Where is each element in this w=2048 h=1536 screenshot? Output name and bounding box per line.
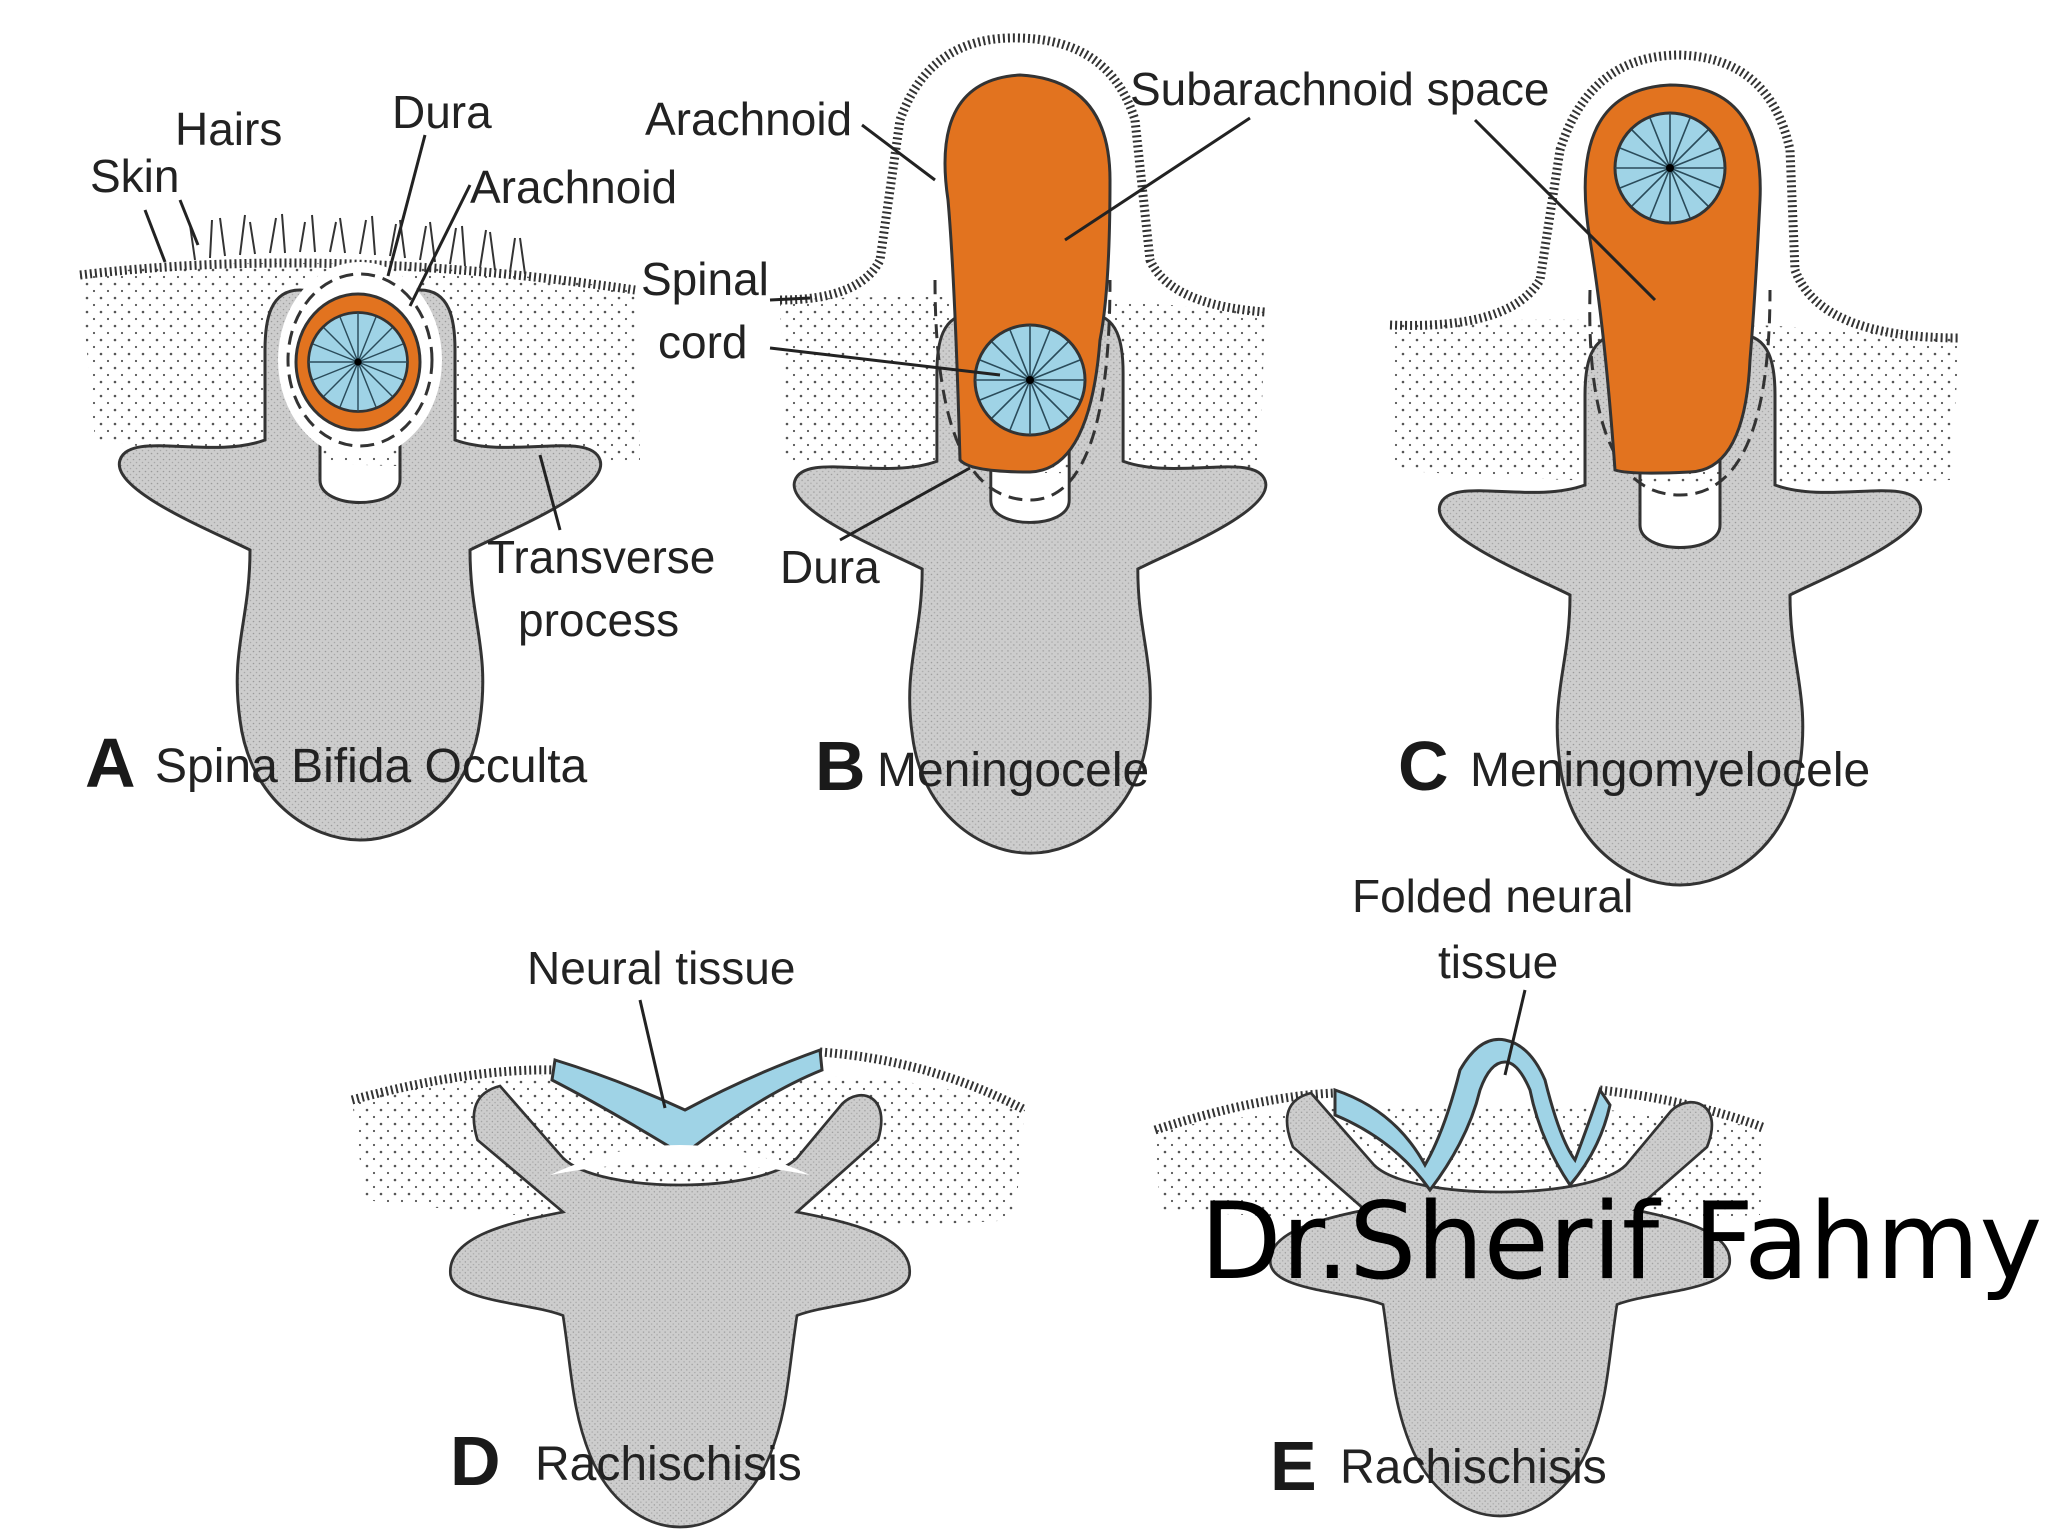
label-arachnoid-a: Arachnoid xyxy=(470,161,677,213)
caption-title-e: Rachischisis xyxy=(1340,1441,1607,1494)
panel-b-leaders xyxy=(769,123,1001,542)
panel-d-neural-tissue xyxy=(550,1047,824,1157)
label-folded-neural: Folded neural xyxy=(1352,870,1633,922)
label-spinal: Spinal xyxy=(641,253,769,305)
panel-b-dura xyxy=(933,279,1112,502)
caption-letter-b: B xyxy=(815,727,866,805)
panel-a-skin xyxy=(79,258,636,295)
label-transverse: Transverse xyxy=(487,531,715,583)
panel-a-dura xyxy=(286,272,434,448)
panel-d-vertebra xyxy=(449,1084,911,1529)
panel-c-dura xyxy=(1588,289,1772,497)
panel-a-hairs xyxy=(189,213,526,275)
panel-e-folded-neural-tissue xyxy=(1333,1037,1612,1193)
panel-a-spinal-cord xyxy=(307,311,409,413)
panel-c-sac xyxy=(1389,50,1961,343)
caption-letter-d: D xyxy=(450,1422,501,1500)
panel-d-skin xyxy=(350,1047,1028,1114)
panel-b-spinal-cord xyxy=(973,323,1087,437)
caption-title-c: Meningomyelocele xyxy=(1470,744,1870,797)
label-tissue: tissue xyxy=(1438,936,1558,988)
label-cord: cord xyxy=(658,316,747,368)
label-skin-a: Skin xyxy=(90,150,179,202)
label-arachnoid-b: Arachnoid xyxy=(645,93,852,145)
panel-d: Neural tissue D Rachischisis xyxy=(350,942,1028,1529)
caption-letter-a: A xyxy=(85,724,136,802)
panel-a: Hairs Skin Dura Arachnoid Transverse pro… xyxy=(79,86,715,842)
panel-b: Arachnoid Spinal cord Dura B Meningocele xyxy=(641,33,1268,855)
caption-letter-e: E xyxy=(1270,1427,1317,1505)
panel-b-sac xyxy=(779,33,1266,317)
label-dura-a: Dura xyxy=(392,86,492,138)
leader-neural-tissue xyxy=(638,999,667,1109)
caption-title-a: Spina Bifida Occulta xyxy=(155,740,588,793)
panel-a-leaders xyxy=(143,134,562,531)
panel-e: Folded neural tissue E Rachischisis xyxy=(1153,870,1767,1518)
caption-title-b: Meningocele xyxy=(877,744,1149,797)
panel-c-spinal-cord xyxy=(1613,111,1727,225)
panel-e-vertebra xyxy=(1269,1091,1731,1518)
panel-e-skin xyxy=(1153,1085,1767,1135)
label-subarachnoid: Subarachnoid space xyxy=(1130,63,1549,115)
label-dura-b: Dura xyxy=(780,541,880,593)
label-hairs: Hairs xyxy=(175,103,282,155)
label-process: process xyxy=(518,594,679,646)
panel-c: Subarachnoid space C Meningomyelocele xyxy=(1064,50,1961,887)
watermark-text: Dr.Sherif Fahmy xyxy=(1200,1180,2042,1303)
caption-letter-c: C xyxy=(1398,727,1449,805)
leader-folded-neural xyxy=(1503,989,1527,1076)
panel-c-leaders xyxy=(1064,116,1657,302)
label-neural-tissue: Neural tissue xyxy=(527,942,795,994)
caption-title-d: Rachischisis xyxy=(535,1438,802,1491)
